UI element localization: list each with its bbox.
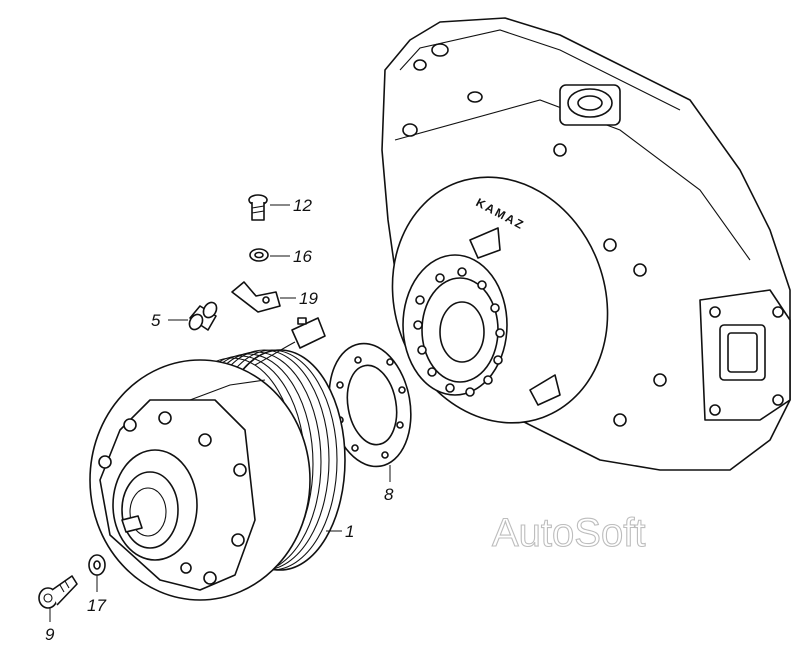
callout-8: 8 [384,485,394,504]
callout-16: 16 [293,247,312,266]
bracket-19 [231,281,281,313]
sleeve-5 [188,301,218,331]
callout-12: 12 [293,196,312,215]
fan-clutch-assembly [89,317,346,601]
gearbox-housing: KAMAZ [381,17,791,471]
callout-9: 9 [45,625,55,644]
callout-1: 1 [345,522,354,541]
callout-19: 19 [299,289,318,308]
bolt-9 [38,575,78,609]
gasket [328,342,412,468]
washer-16 [249,248,269,262]
bolt-12 [248,194,268,221]
leader-lines [49,204,391,622]
hub-bolt-circle [413,267,505,397]
callout-5: 5 [151,311,161,330]
callout-17: 17 [87,596,106,615]
watermark: AutoSoft [492,511,645,555]
washer-17 [88,554,106,576]
